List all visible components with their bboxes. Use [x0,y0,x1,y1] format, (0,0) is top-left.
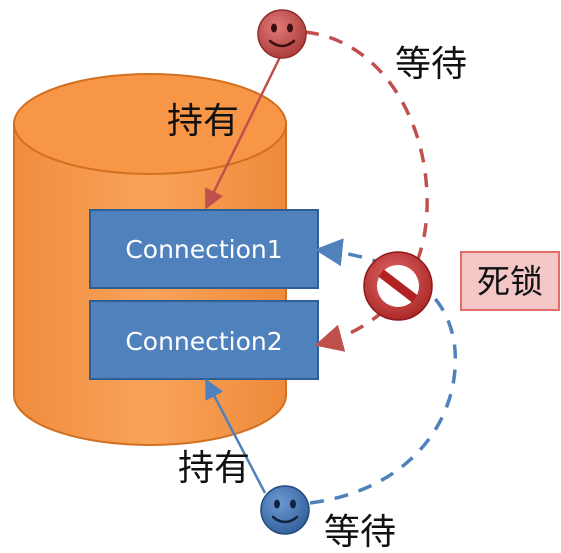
deadlock-badge: 死锁 [460,251,560,311]
connection-2-label: Connection2 [125,327,282,356]
smiley-blue-icon [260,485,310,535]
no-entry-icon [363,251,433,321]
connection-1-label: Connection1 [125,235,282,264]
red-hold-label: 持有 [167,101,239,142]
red-wait-label: 等待 [395,44,467,85]
deadlock-label: 死锁 [477,262,543,301]
red-wait-arrow [304,30,429,352]
blue-hold-label: 持有 [178,448,250,489]
blue-wait-arrow [309,238,458,505]
blue-wait-label: 等待 [324,512,396,553]
smiley-red-icon [257,9,307,59]
connection-1-box: Connection1 [89,209,319,289]
blue-hold-arrow [205,378,267,494]
database-top [13,73,287,175]
red-hold-arrow [205,54,283,210]
connection-2-box: Connection2 [89,300,319,380]
